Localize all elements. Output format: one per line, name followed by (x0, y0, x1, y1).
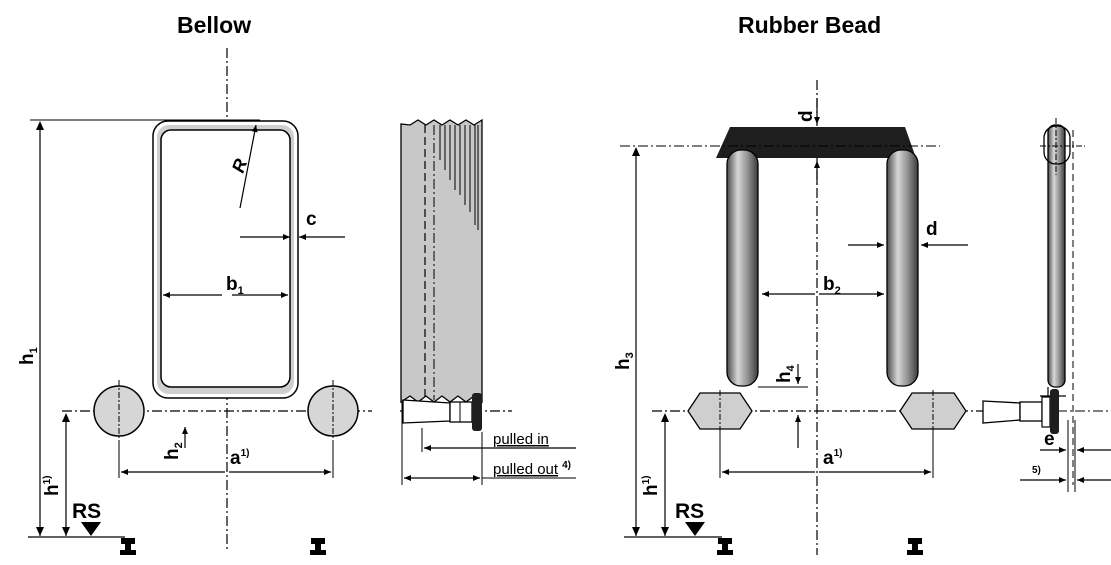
rs-triangle-bead (685, 522, 705, 536)
pulled-in-label: pulled in (493, 431, 549, 448)
rubber-bead-front-view: d d b2 h3 h1) h4 a1) RS (613, 80, 990, 555)
rail-left-bead (717, 538, 733, 555)
rs-triangle (81, 522, 101, 536)
a-label: a1) (230, 448, 249, 469)
e-label: e (1044, 429, 1055, 450)
top-plate (716, 127, 916, 158)
h-label: h1) (42, 475, 63, 496)
a-label-bead: a1) (823, 448, 842, 469)
rubber-bead-title: Rubber Bead (738, 12, 882, 38)
bead-left (726, 149, 759, 387)
b1-label: b1 (226, 274, 244, 297)
bellow-front-view: R c b1 h1 h1) h2 a1) RS (17, 48, 372, 555)
h2-label: h2 (162, 442, 185, 460)
rail-right-bead (907, 538, 923, 555)
b2-label: b2 (823, 274, 841, 297)
d-top-label: d (796, 110, 817, 122)
h4-label: h4 (774, 364, 797, 383)
h-label-bead: h1) (641, 475, 662, 496)
bead-right (886, 149, 919, 387)
h1-label: h1 (17, 347, 40, 365)
rail-left (120, 538, 136, 555)
rs-label: RS (72, 500, 101, 523)
c-label: c (306, 209, 317, 230)
note5-label: 5) (1032, 465, 1041, 476)
radius-label: R (228, 156, 251, 175)
rail-right (310, 538, 326, 555)
rs-label-bead: RS (675, 500, 704, 523)
rubber-bead-side-view: e 5) (982, 118, 1111, 492)
bellow-title: Bellow (177, 12, 252, 38)
h3-label: h3 (613, 352, 636, 370)
d-right-label: d (926, 219, 938, 240)
